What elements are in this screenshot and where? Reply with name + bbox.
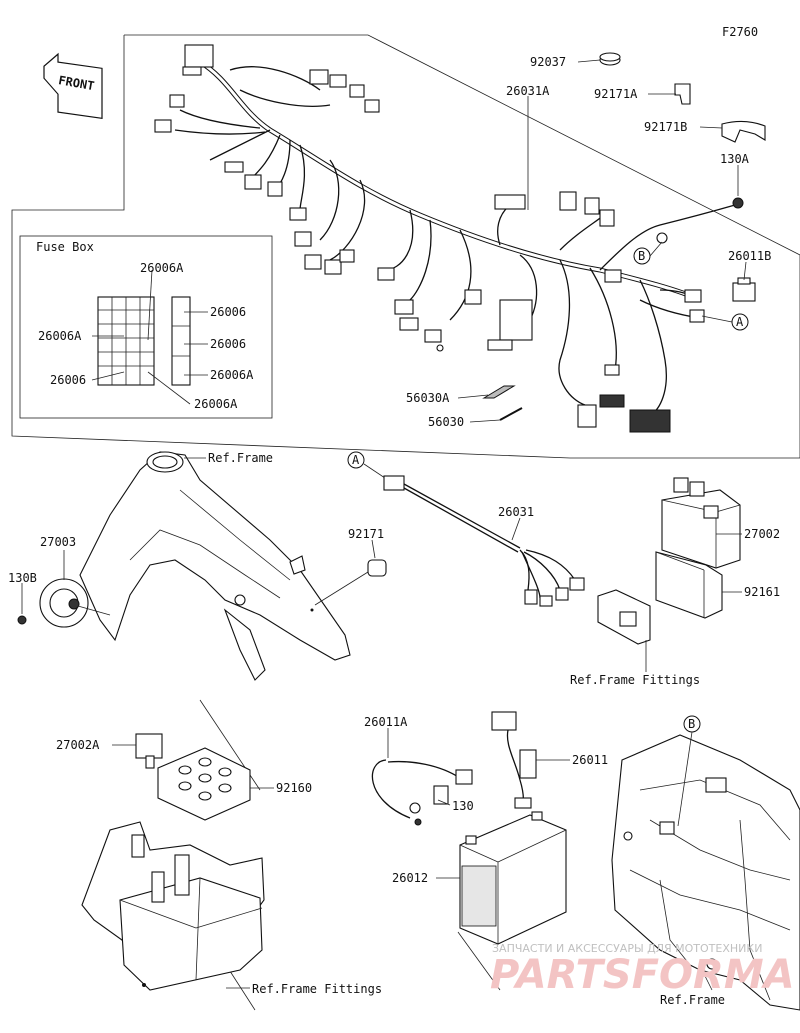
hose-clamp-92037: [599, 52, 621, 66]
callout-26006: 26006: [50, 373, 86, 387]
callout-26011: 26011: [572, 753, 608, 767]
frame-rear-section: [611, 734, 800, 1011]
pad-92160: [157, 747, 251, 821]
battery-case: [81, 821, 265, 991]
watermark-logo: PARTSFORMA: [490, 952, 795, 998]
bracket-frame-fitting: [597, 589, 651, 645]
callout-26012: 26012: [392, 871, 428, 885]
reference-mark-a-label: A: [352, 453, 360, 467]
ref-frame-fittings-label: Ref.Frame Fittings: [570, 673, 700, 687]
callout-26006A: 26006A: [140, 261, 184, 275]
callout-56030A: 56030A: [406, 391, 450, 405]
leader: [147, 269, 153, 341]
callout-26006: 26006: [210, 337, 246, 351]
clamp-92171B: [721, 120, 766, 143]
leader: [371, 539, 376, 559]
case-92161: [655, 551, 723, 619]
reference-mark-b-label: B: [638, 249, 645, 263]
reference-mark-a: [731, 313, 749, 331]
callout-56030: 56030: [428, 415, 464, 429]
leader: [699, 126, 723, 129]
callout-26006A: 26006A: [194, 397, 238, 411]
leader: [649, 241, 663, 257]
figure-id: F2760: [722, 25, 758, 39]
ref-frame-fittings-label: Ref.Frame Fittings: [252, 982, 382, 996]
callout-26011A: 26011A: [364, 715, 408, 729]
bolt-130A: [732, 197, 744, 209]
pad-56030A: [482, 385, 516, 399]
module-27002: [661, 477, 741, 569]
callout-130: 130: [452, 799, 474, 813]
callout-27002A: 27002A: [56, 738, 100, 752]
clip-92171: [367, 559, 387, 577]
callout-27003: 27003: [40, 535, 76, 549]
front-label: FRONT: [57, 73, 95, 93]
clamp-92171A: [674, 83, 691, 105]
callout-92161: 92161: [744, 585, 780, 599]
fuse-box: [97, 296, 191, 386]
reference-mark-b: [633, 247, 651, 265]
callout-26006A: 26006A: [210, 368, 254, 382]
frame-front-section: [79, 451, 351, 681]
harness-frame-outline: [11, 34, 800, 459]
relay-26011B: [732, 277, 756, 302]
main-harness: [174, 59, 736, 416]
leader: [469, 419, 501, 423]
leader: [457, 394, 489, 399]
sub-harness-26031: [383, 475, 585, 607]
reference-mark-b-label: B: [688, 717, 695, 731]
callout-26031: 26031: [498, 505, 534, 519]
watermark-line-1: ЗАПЧАСТИ И АКСЕССУАРЫ ДЛЯ МОТОТЕХНИКИ: [492, 942, 762, 955]
relay-27002A: [135, 733, 163, 769]
callout-26006A: 26006A: [38, 329, 82, 343]
callout-26006: 26006: [210, 305, 246, 319]
fuse-box-title: Fuse Box: [36, 240, 94, 254]
leader: [577, 59, 601, 63]
callout-92171A: 92171A: [594, 87, 638, 101]
callout-92171: 92171: [348, 527, 384, 541]
leader: [437, 799, 451, 806]
leader: [677, 731, 693, 827]
front-arrow-icon: FRONT: [43, 52, 103, 120]
callout-130A: 130A: [720, 152, 750, 166]
callout-92171B: 92171B: [644, 120, 687, 134]
callout-26011B: 26011B: [728, 249, 771, 263]
leader: [363, 463, 386, 479]
leader: [457, 931, 501, 991]
callout-130B: 130B: [8, 571, 37, 585]
battery-26012: [459, 811, 567, 945]
callout-92160: 92160: [276, 781, 312, 795]
horn-27003: [39, 578, 111, 628]
bolt-130B: [17, 615, 27, 625]
harness-connectors: [154, 44, 705, 433]
cable-26011A: [371, 759, 473, 826]
cable-26011: [491, 711, 537, 809]
ref-frame-label: Ref.Frame: [208, 451, 273, 465]
reference-mark-a-label: A: [736, 315, 744, 329]
leader: [701, 315, 733, 323]
leader: [147, 371, 191, 405]
leader: [743, 261, 747, 281]
leader: [314, 571, 369, 606]
callout-27002: 27002: [744, 527, 780, 541]
callout-26031A: 26031A: [506, 84, 550, 98]
leader: [91, 371, 125, 381]
reference-mark-a: [347, 451, 365, 469]
ref-frame-label: Ref.Frame: [660, 993, 725, 1007]
band-56030: [499, 407, 523, 421]
leader: [703, 973, 713, 991]
leader: [511, 517, 521, 541]
callout-92037: 92037: [530, 55, 566, 69]
